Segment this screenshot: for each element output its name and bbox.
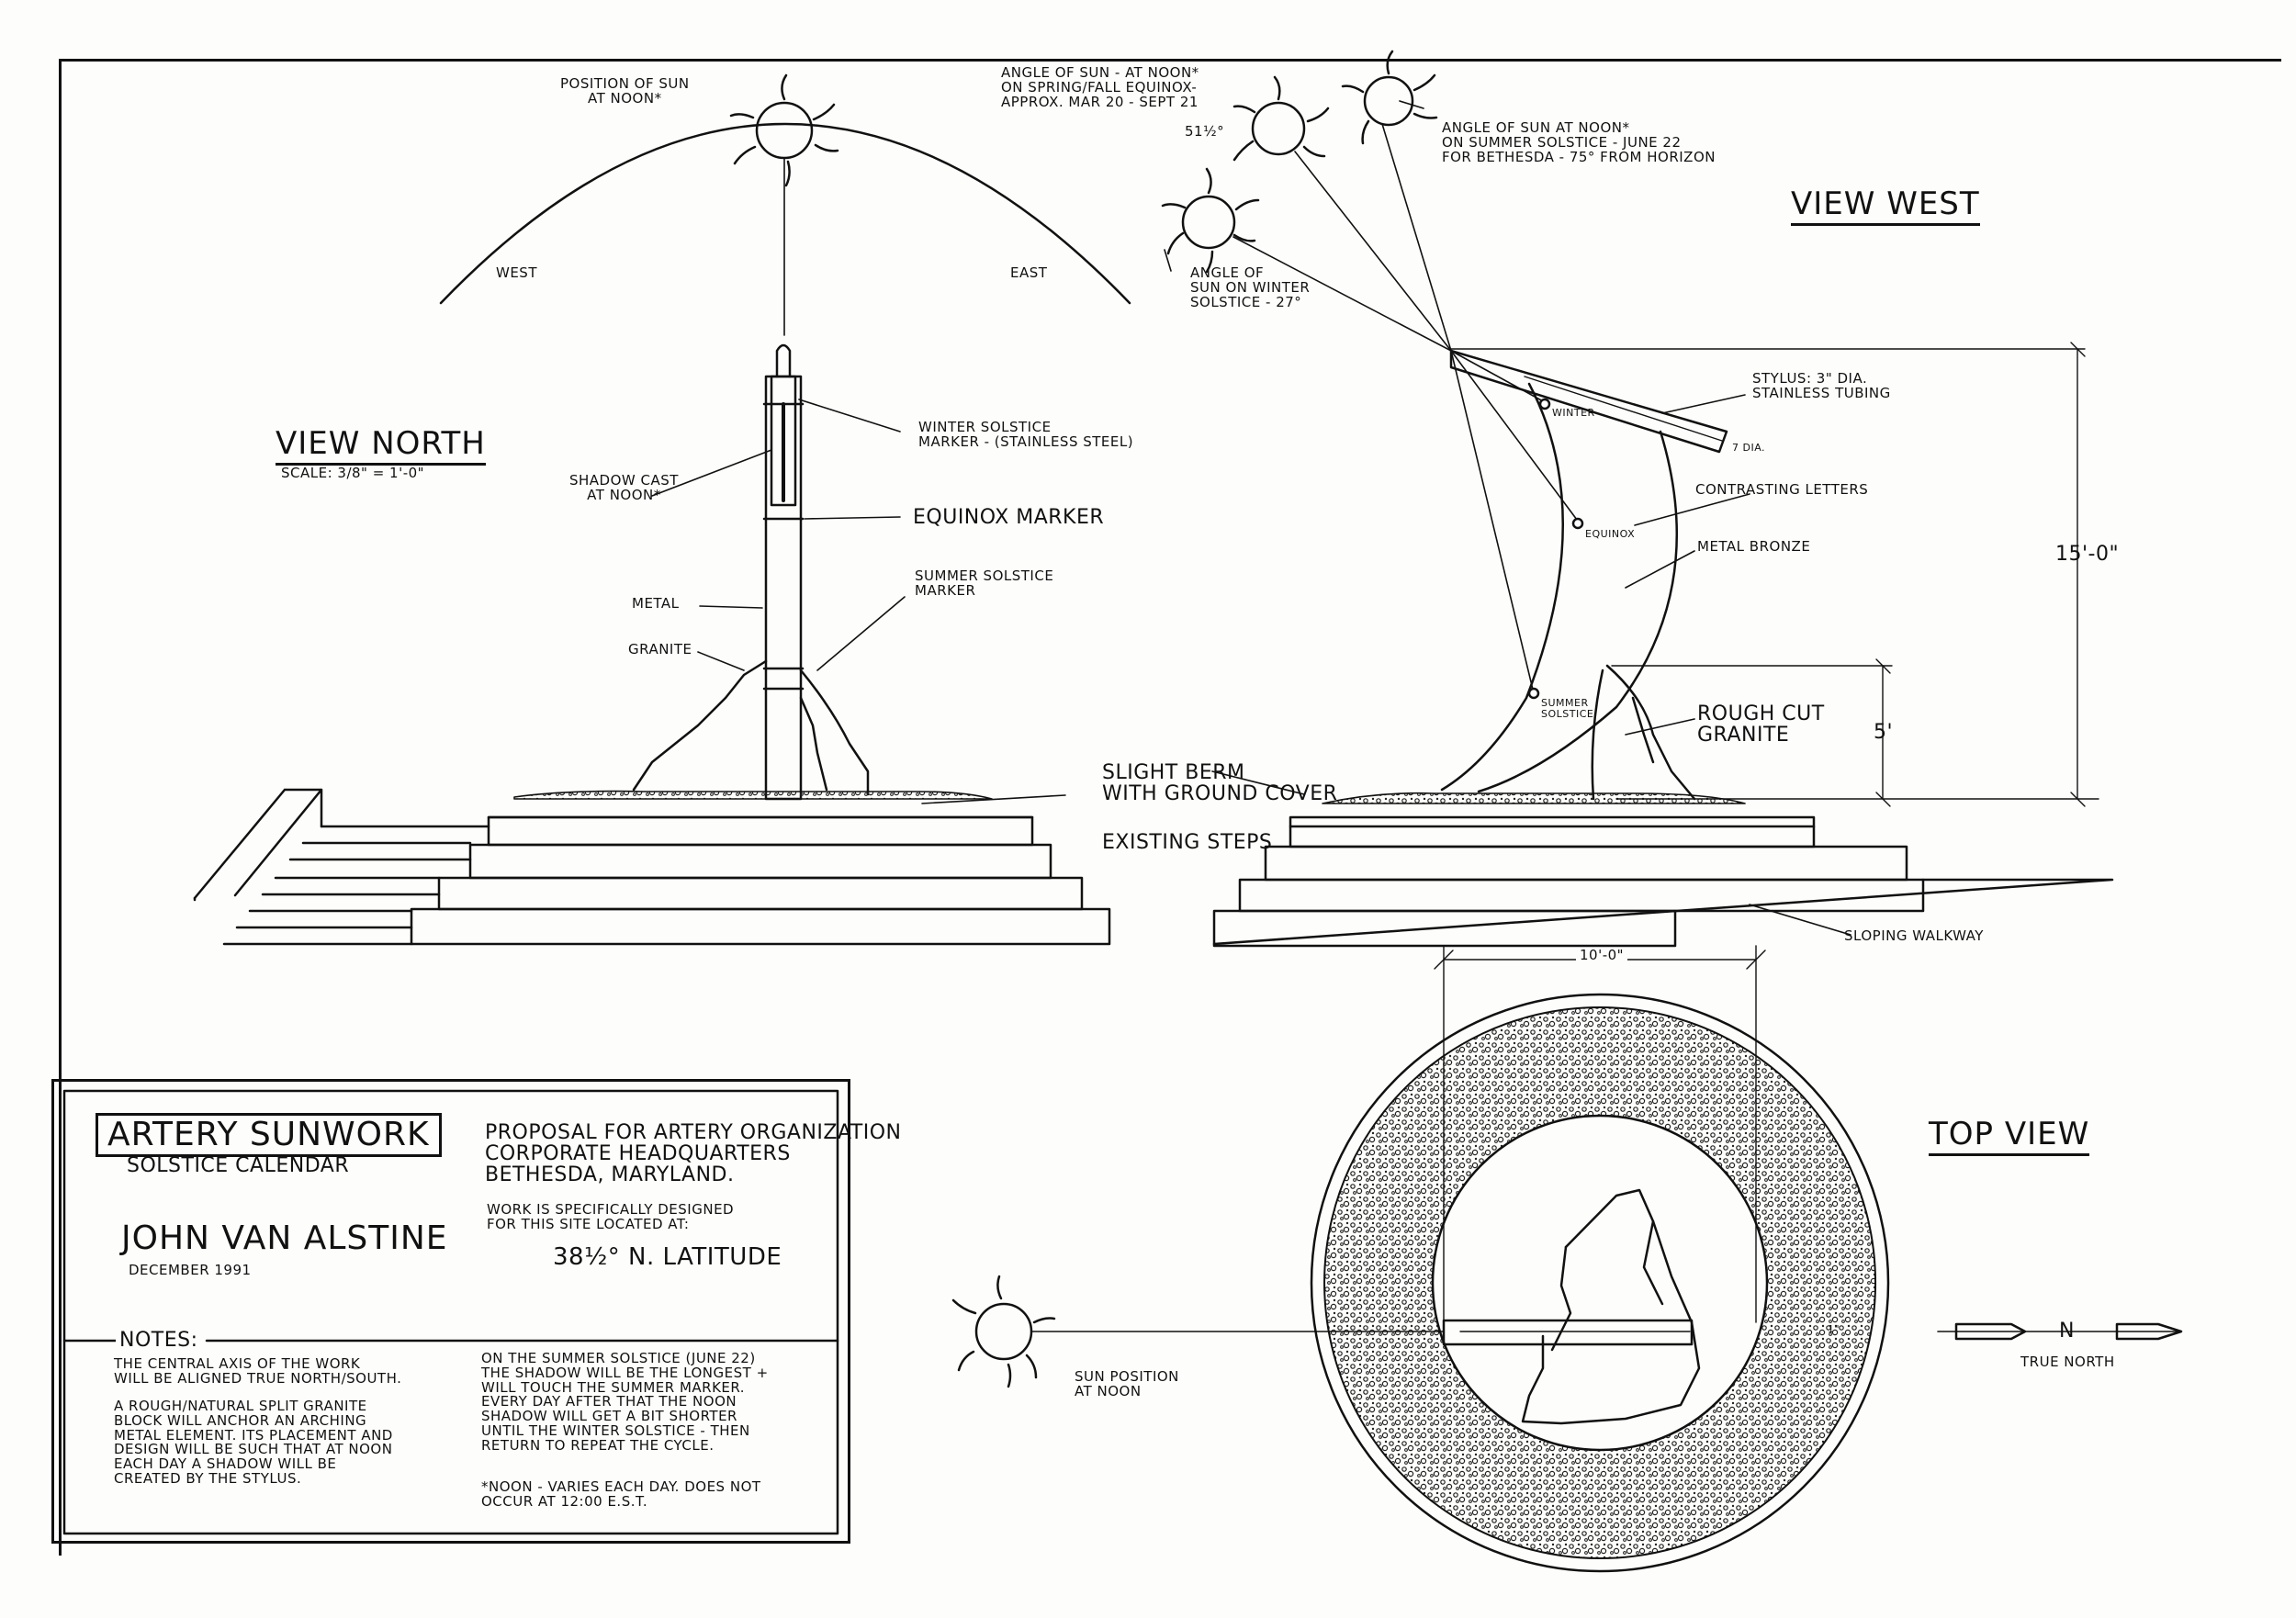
summer-sun-icon: [1341, 50, 1438, 145]
label-berm: SLIGHT BERM WITH GROUND COVER: [1102, 761, 1338, 806]
label-winter-sun: ANGLE OF SUN ON WINTER SOLSTICE - 27°: [1190, 264, 1311, 310]
view-north-title: VIEW NORTH: [276, 427, 486, 466]
label-granite: GRANITE: [628, 641, 692, 657]
drawing-date: DECEMBER 1991: [129, 1262, 252, 1278]
label-sun-position: POSITION OF SUN AT NOON*: [560, 75, 690, 107]
label-rough-granite: ROUGH CUT GRANITE: [1697, 702, 1825, 747]
top-view-drawing: [951, 945, 2183, 1573]
equinox-sun-icon: [1232, 75, 1330, 162]
label-equinox-marker: EQUINOX MARKER: [913, 506, 1105, 529]
sun-arc: [439, 122, 1131, 305]
west-granite: [1605, 664, 1696, 801]
label-stylus-dim: 7 DIA.: [1732, 442, 1766, 454]
label-stylus: STYLUS: 3" DIA. STAINLESS TUBING: [1752, 370, 1891, 401]
label-equinox-angle: 51½°: [1185, 123, 1225, 140]
artist-name: JOHN VAN ALSTINE: [121, 1219, 448, 1257]
project-subtitle: SOLSTICE CALENDAR: [127, 1154, 350, 1177]
berm-ground-cover: [513, 790, 993, 800]
note-2: A ROUGH/NATURAL SPLIT GRANITE BLOCK WILL…: [114, 1398, 393, 1487]
label-true-north: TRUE NORTH: [2020, 1354, 2115, 1370]
top-granite: [1521, 1188, 1701, 1425]
west-step-3: [1238, 878, 1925, 913]
side-stairs: [193, 788, 490, 946]
base-step-2: [468, 843, 1052, 880]
label-sloping-walkway: SLOPING WALKWAY: [1844, 927, 1984, 944]
label-metal: METAL: [632, 595, 680, 612]
project-title: ARTERY SUNWORK: [96, 1113, 442, 1157]
drawing-border: [59, 59, 2281, 1556]
inner-plaza: [1431, 1114, 1769, 1452]
label-summer-mark: SUMMER SOLSTICE: [1541, 697, 1594, 720]
label-equinox-mark: EQUINOX: [1585, 528, 1636, 540]
title-block: [51, 1079, 850, 1544]
stylus-tube: [1449, 349, 1728, 454]
label-metal-bronze: METAL BRONZE: [1697, 538, 1811, 555]
base-step-4: [410, 907, 1111, 946]
top-view-title: TOP VIEW: [1929, 1118, 2090, 1156]
note-4: *NOON - VARIES EACH DAY. DOES NOT OCCUR …: [481, 1478, 761, 1510]
label-winter-marker: WINTER SOLSTICE MARKER - (STAINLESS STEE…: [918, 419, 1134, 450]
label-diameter: 10'-0": [1576, 948, 1628, 963]
label-equinox-sun: ANGLE OF SUN - AT NOON* ON SPRING/FALL E…: [1001, 64, 1199, 110]
granite-block: [632, 659, 870, 796]
view-west-drawing: [921, 50, 2114, 948]
winter-sun-icon: [1161, 167, 1260, 274]
view-west-title: VIEW WEST: [1791, 187, 1980, 226]
label-top-stylus-dim: 1": [1828, 1323, 1840, 1335]
sloping-walkway: [1212, 878, 2114, 946]
outer-ring: [1310, 993, 1890, 1573]
label-shadow-cast: SHADOW CAST AT NOON*: [569, 472, 679, 503]
note-1: THE CENTRAL AXIS OF THE WORK WILL BE ALI…: [114, 1355, 402, 1387]
north-arrow-head: [2115, 1322, 2183, 1341]
label-summer-marker: SUMMER SOLSTICE MARKER: [915, 567, 1054, 599]
top-sun-icon: [951, 1275, 1056, 1388]
north-arrow-tail: [1954, 1322, 2027, 1341]
label-winter-mark: WINTER: [1552, 407, 1595, 419]
label-height-granite: 5': [1874, 721, 1894, 744]
pole-tip: [770, 375, 797, 507]
label-existing-steps: EXISTING STEPS: [1102, 831, 1273, 854]
label-height-total: 15'-0": [2055, 543, 2120, 566]
base-step-3: [437, 876, 1084, 911]
label-east: EAST: [1010, 264, 1048, 281]
arch-inner-edge: [1440, 382, 1564, 792]
arch-outer-edge: [1477, 430, 1678, 793]
top-stylus: [1442, 1319, 1694, 1346]
label-contrasting-letters: CONTRASTING LETTERS: [1695, 481, 1869, 498]
west-step-4: [1212, 909, 1677, 948]
west-step-1: [1289, 815, 1816, 848]
label-west: WEST: [496, 264, 537, 281]
proposal-text: PROPOSAL FOR ARTERY ORGANIZATION CORPORA…: [485, 1121, 902, 1187]
notes-heading: NOTES:: [116, 1330, 202, 1351]
base-step-1: [487, 815, 1034, 847]
noon-sun-icon: [729, 73, 839, 187]
west-step-2: [1264, 845, 1908, 882]
view-north-scale: SCALE: 3/8" = 1'-0": [281, 465, 425, 481]
site-note: WORK IS SPECIFICALLY DESIGNED FOR THIS S…: [487, 1201, 735, 1232]
latitude: 38½° N. LATITUDE: [553, 1243, 782, 1271]
label-sun-position-top: SUN POSITION AT NOON: [1075, 1368, 1179, 1399]
view-north-drawing: [193, 73, 1131, 946]
label-summer-sun: ANGLE OF SUN AT NOON* ON SUMMER SOLSTICE…: [1442, 119, 1716, 165]
note-3: ON THE SUMMER SOLSTICE (JUNE 22) THE SHA…: [481, 1350, 769, 1454]
label-n-letter: N: [2059, 1320, 2075, 1343]
